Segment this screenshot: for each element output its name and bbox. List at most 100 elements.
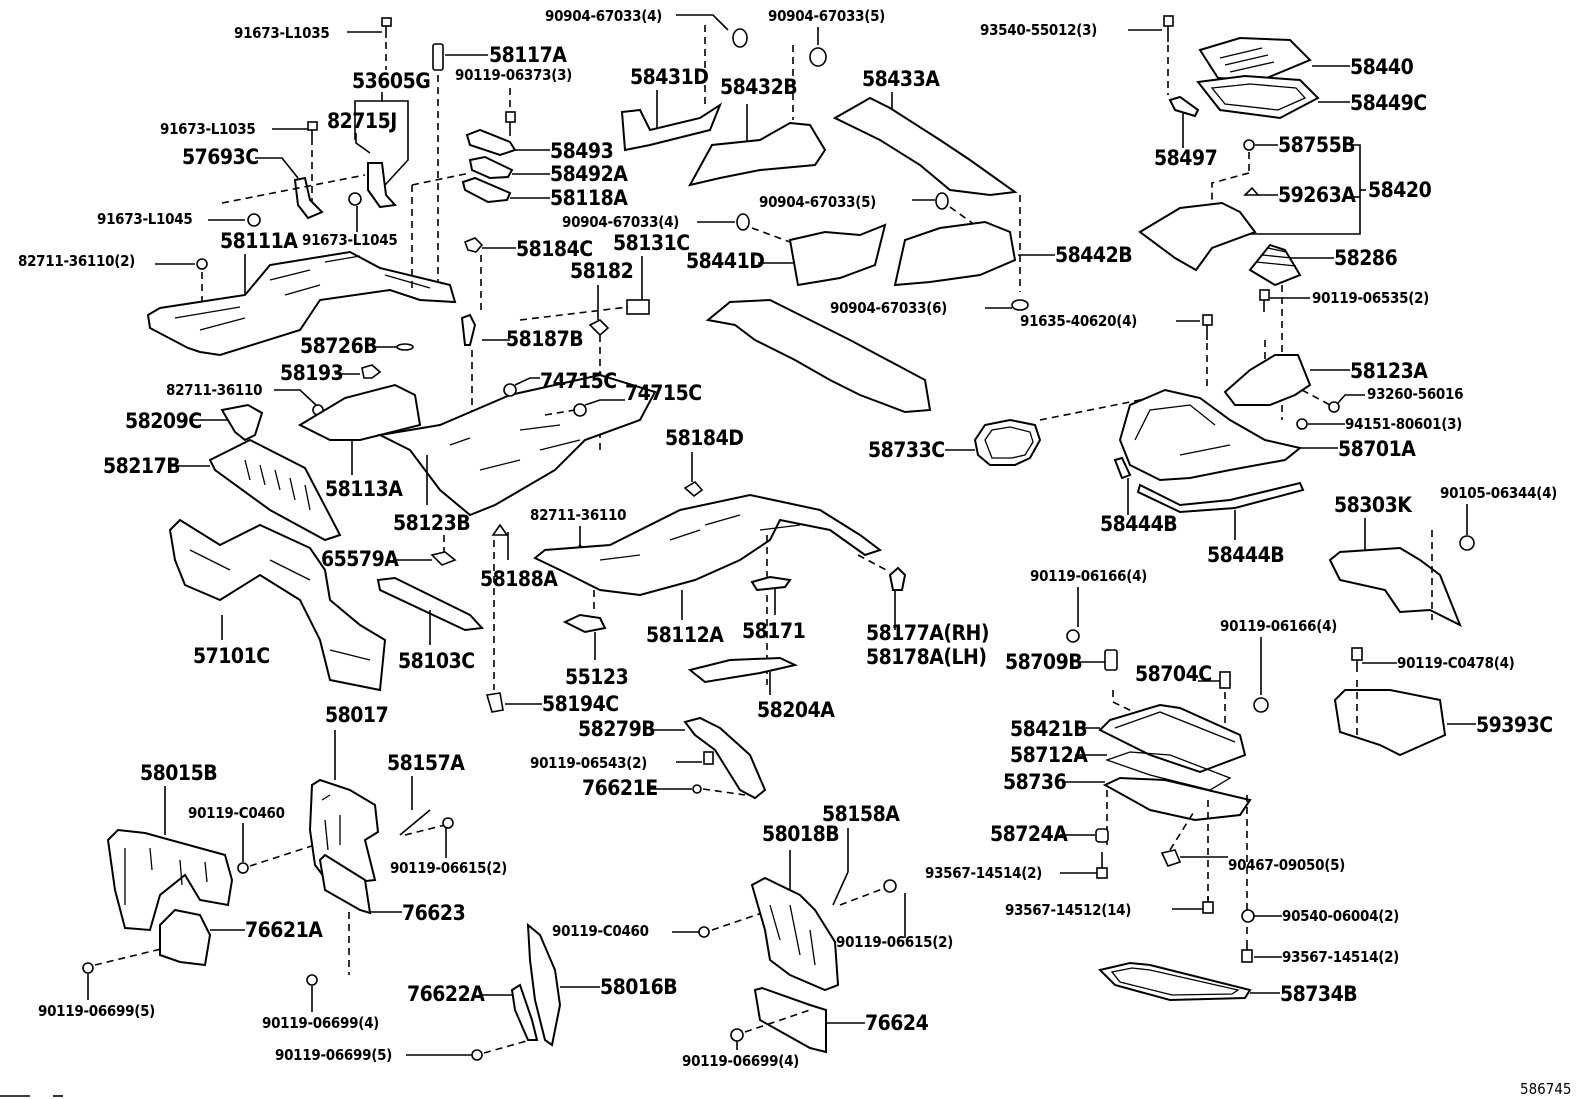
part-58492A[interactable] [468, 155, 514, 180]
part-58449C[interactable] [1196, 74, 1320, 120]
label-90119-06166-a[interactable]: 90119-06166(4) [1030, 567, 1147, 585]
label-58103C[interactable]: 58103C [398, 649, 475, 673]
label-82711-36110-b[interactable]: 82711-36110 [530, 506, 627, 524]
part-58431D[interactable] [620, 102, 723, 152]
label-91673-L1045-a[interactable]: 91673-L1045 [97, 210, 193, 228]
part-58103C[interactable] [376, 576, 485, 632]
part-76622A[interactable] [510, 983, 539, 1041]
label-58431D[interactable]: 58431D [630, 65, 709, 89]
label-58734B[interactable]: 58734B [1280, 982, 1358, 1006]
label-58158A[interactable]: 58158A [822, 802, 901, 826]
part-58015B[interactable] [106, 828, 234, 932]
label-58194C[interactable]: 58194C [542, 692, 619, 716]
label-58432B[interactable]: 58432B [720, 75, 798, 99]
label-58111A[interactable]: 58111A [220, 229, 299, 253]
label-65579A[interactable]: 65579A [321, 547, 400, 571]
label-58701A[interactable]: 58701A [1338, 437, 1417, 461]
label-58112A[interactable]: 58112A [646, 623, 725, 647]
part-58441D[interactable] [788, 223, 887, 287]
label-90119-06699-5-b[interactable]: 90119-06699(5) [275, 1046, 392, 1064]
label-58286[interactable]: 58286 [1334, 246, 1398, 270]
label-58113A[interactable]: 58113A [325, 477, 404, 501]
label-58709B[interactable]: 58709B [1005, 650, 1083, 674]
label-58444B-b[interactable]: 58444B [1207, 543, 1285, 567]
label-58178A-LH[interactable]: 58178A(LH) [866, 645, 987, 669]
part-58177A[interactable] [888, 566, 907, 591]
part-58018B[interactable] [750, 876, 840, 992]
label-93567-14514-a[interactable]: 93567-14514(2) [925, 864, 1042, 882]
label-57693C[interactable]: 57693C [182, 145, 259, 169]
part-58433A[interactable] [832, 96, 1018, 197]
label-90904-67033-5[interactable]: 90904-67033(5) [768, 7, 885, 25]
part-58734B-gasket[interactable] [1098, 961, 1252, 1002]
part-58123B-crossmember[interactable] [376, 373, 657, 517]
label-91673-L1045-b[interactable]: 91673-L1045 [302, 231, 398, 249]
label-58704C[interactable]: 58704C [1135, 662, 1212, 686]
label-55123[interactable]: 55123 [565, 665, 629, 689]
label-82715J[interactable]: 82715J [327, 109, 397, 133]
part-58204A[interactable] [687, 656, 799, 684]
part-76621A[interactable] [159, 908, 212, 967]
label-58497[interactable]: 58497 [1154, 146, 1218, 170]
part-58113A[interactable] [297, 383, 422, 441]
part-58279B[interactable] [683, 716, 767, 800]
label-58123A[interactable]: 58123A [1350, 359, 1429, 383]
label-90904-67033-4-b[interactable]: 90904-67033(4) [562, 213, 679, 231]
label-82711-36110-2[interactable]: 82711-36110(2) [18, 252, 135, 270]
part-58709B[interactable] [1104, 649, 1118, 671]
part-58209C[interactable] [220, 403, 264, 442]
label-58733C[interactable]: 58733C [868, 438, 945, 462]
part-59393C[interactable] [1333, 689, 1447, 757]
label-58117A[interactable]: 58117A [489, 43, 568, 67]
label-59263A[interactable]: 59263A [1278, 183, 1357, 207]
part-58493[interactable] [465, 128, 517, 157]
label-82711-36110-a[interactable]: 82711-36110 [166, 381, 263, 399]
part-58432B[interactable] [688, 121, 827, 187]
part-58111A-floor[interactable] [146, 250, 457, 357]
label-90119-06699-4-a[interactable]: 90119-06699(4) [262, 1014, 379, 1032]
label-58204A[interactable]: 58204A [757, 698, 836, 722]
label-90119-06615-a[interactable]: 90119-06615(2) [390, 859, 507, 877]
label-58444B-a[interactable]: 58444B [1100, 512, 1178, 536]
part-58497[interactable] [1168, 95, 1200, 118]
label-58303K[interactable]: 58303K [1334, 493, 1414, 517]
label-58015B[interactable]: 58015B [140, 761, 218, 785]
part-58704C[interactable] [1219, 671, 1231, 689]
label-90119-C0460-a[interactable]: 90119-C0460 [188, 804, 285, 822]
label-58279B[interactable]: 58279B [578, 717, 656, 741]
label-76622A[interactable]: 76622A [407, 982, 486, 1006]
label-58442B[interactable]: 58442B [1055, 243, 1133, 267]
label-74715C-b[interactable]: 74715C [625, 381, 702, 405]
label-90119-06615-b[interactable]: 90119-06615(2) [836, 933, 953, 951]
label-58018B[interactable]: 58018B [762, 822, 840, 846]
label-90105-06344[interactable]: 90105-06344(4) [1440, 484, 1557, 502]
label-90119-06699-4-b[interactable]: 90119-06699(4) [682, 1052, 799, 1070]
part-58187B[interactable] [460, 313, 477, 346]
label-58433A[interactable]: 58433A [862, 67, 941, 91]
label-58724A[interactable]: 58724A [990, 822, 1069, 846]
label-58492A[interactable]: 58492A [550, 162, 629, 186]
label-58193[interactable]: 58193 [280, 361, 344, 385]
part-55123[interactable] [562, 613, 607, 634]
label-58184D[interactable]: 58184D [665, 426, 744, 450]
label-90904-67033-6[interactable]: 90904-67033(6) [830, 299, 947, 317]
part-58303K[interactable] [1328, 546, 1462, 628]
label-58131C[interactable]: 58131C [613, 231, 690, 255]
part-58420-plate[interactable] [1138, 201, 1257, 272]
label-90540-06004[interactable]: 90540-06004(2) [1282, 907, 1399, 925]
label-91673-L1035-b[interactable]: 91673-L1035 [160, 120, 256, 138]
label-91635-40620[interactable]: 91635-40620(4) [1020, 312, 1137, 330]
part-58736-tray[interactable] [1102, 776, 1252, 822]
part-58112A-floor[interactable] [533, 493, 883, 597]
part-57693C[interactable] [293, 176, 324, 220]
label-90119-C0460-b[interactable]: 90119-C0460 [552, 922, 649, 940]
label-90904-67033-5-b[interactable]: 90904-67033(5) [759, 193, 876, 211]
label-94151-80601[interactable]: 94151-80601(3) [1345, 415, 1462, 433]
label-76621E[interactable]: 76621E [582, 776, 658, 800]
label-76623[interactable]: 76623 [402, 901, 466, 925]
label-58118A[interactable]: 58118A [550, 186, 629, 210]
part-57101C-frame[interactable] [168, 518, 387, 692]
label-58440[interactable]: 58440 [1350, 55, 1414, 79]
label-58188A[interactable]: 58188A [480, 567, 559, 591]
label-58420[interactable]: 58420 [1368, 178, 1432, 202]
